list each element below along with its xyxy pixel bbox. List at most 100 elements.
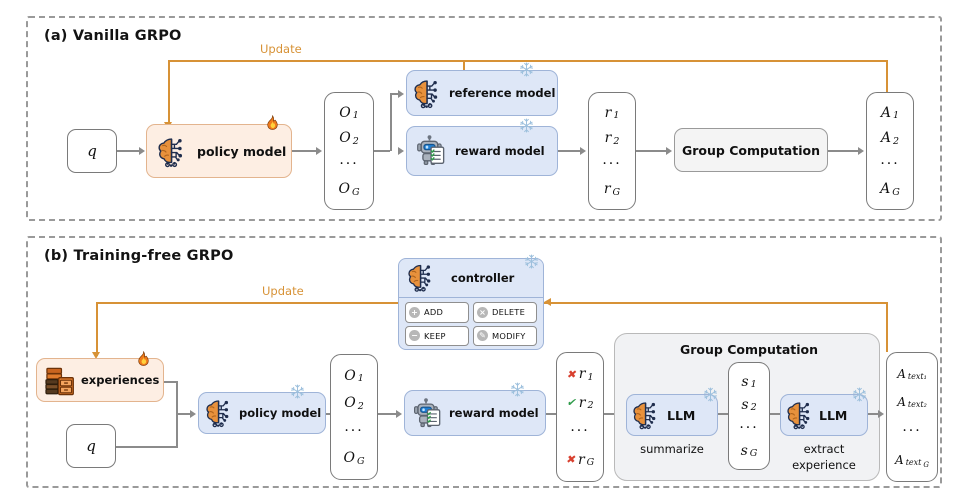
- reference-model-label-a: reference model: [449, 86, 556, 100]
- snowflake-icon-reference-a: [519, 62, 534, 77]
- controller-add-button[interactable]: + ADD: [405, 302, 469, 323]
- snowflake-icon-reward-b: [510, 382, 525, 397]
- check-mark-icon: ✔: [566, 396, 576, 410]
- brain-chip-icon: [206, 400, 230, 428]
- list-item: ···: [739, 419, 759, 436]
- panel-b-title: (b) Training-free GRPO: [44, 248, 234, 264]
- reward-model-label-b: reward model: [449, 406, 539, 420]
- policy-model-label-b: policy model: [239, 406, 322, 420]
- controller-label: controller: [451, 271, 515, 285]
- snowflake-icon-llm-extract: [852, 387, 867, 402]
- brain-chip-icon: [158, 138, 183, 168]
- query-label-b: q: [86, 437, 96, 455]
- minus-icon: −: [409, 330, 420, 342]
- panel-a-title: (a) Vanilla GRPO: [44, 28, 182, 44]
- update-branch-reference: [463, 60, 465, 78]
- snowflake-icon-llm-summarize: [703, 387, 718, 402]
- update-path-b-left: [96, 302, 98, 356]
- edge-merge-policy-b: [176, 413, 192, 415]
- update-path-a-left: [168, 60, 170, 126]
- group-computation-label-a: Group Computation: [681, 142, 820, 158]
- edge-outputs-split-v-a: [390, 93, 392, 151]
- policy-model-box-a: policy model: [146, 124, 292, 178]
- snowflake-icon-reward-a: [519, 118, 534, 133]
- edge-llm2-advantages-arrow: [878, 409, 884, 418]
- robot-checklist-icon: [416, 135, 445, 166]
- panel-training-free-grpo: [26, 236, 942, 488]
- experiences-label: experiences: [81, 373, 160, 387]
- llm-extract-box: LLM: [780, 394, 868, 436]
- reward-model-label-a: reward model: [455, 144, 545, 158]
- llm-extract-label: LLM: [819, 407, 848, 423]
- controller-add-label: ADD: [424, 307, 444, 318]
- list-item: ···: [570, 423, 590, 440]
- cross-mark-icon: ✖: [566, 367, 576, 381]
- llm-summarize-caption: summarize: [640, 442, 704, 456]
- edge-outputs-reference-arrow-a: [398, 89, 404, 98]
- llm-extract-caption: extract: [803, 442, 845, 456]
- edge-outputs-split-a: [374, 150, 390, 152]
- edge-group-advantages-arrow-a: [858, 146, 864, 155]
- edge-reward-rewards-a: [558, 150, 582, 152]
- brain-chip-icon: [787, 402, 811, 430]
- update-path-a-top: [168, 60, 888, 62]
- list-item: ···: [344, 422, 364, 439]
- llm-summarize-box: LLM: [626, 394, 718, 436]
- controller-box: controller + ADD × DELETE − KEEP ✎ MODIF…: [398, 258, 544, 350]
- edge-q-merge-b: [116, 446, 178, 448]
- plus-icon: +: [409, 306, 420, 318]
- panel-vanilla-grpo: [26, 16, 942, 221]
- reward-model-box-b: reward model: [404, 390, 546, 436]
- edge-reward-rewards-arrow-a: [580, 146, 586, 155]
- pencil-icon: ✎: [477, 330, 488, 342]
- edge-scores-llm2: [770, 413, 788, 415]
- query-label-a: q: [87, 142, 97, 160]
- edge-llm2-advantages: [868, 413, 882, 415]
- edge-outputs-reward-arrow-b: [396, 409, 402, 418]
- group-computation-box-a: Group Computation: [674, 128, 828, 172]
- edge-group-advantages-a: [828, 150, 860, 152]
- controller-keep-label: KEEP: [424, 330, 446, 341]
- edge-policy-outputs-arrow-a: [316, 146, 322, 155]
- controller-header: controller: [399, 259, 543, 298]
- list-item: ···: [339, 155, 359, 172]
- edge-rewards-group-arrow-a: [666, 146, 672, 155]
- edge-q-policy-a: [117, 150, 141, 152]
- controller-actions: + ADD × DELETE − KEEP ✎ MODIFY: [399, 298, 543, 350]
- edge-rewards-group-a: [636, 150, 668, 152]
- edge-outputs-reward-arrow-a: [398, 146, 404, 155]
- controller-keep-button[interactable]: − KEEP: [405, 325, 469, 346]
- edge-llm1-scores: [718, 413, 736, 415]
- edge-outputs-reference-a: [390, 93, 400, 95]
- brain-chip-icon: [408, 264, 432, 293]
- policy-model-box-b: policy model: [198, 392, 326, 434]
- edge-policy-outputs-a: [292, 150, 318, 152]
- controller-modify-button[interactable]: ✎ MODIFY: [473, 325, 537, 346]
- edge-rewards-group-b: [604, 413, 622, 415]
- controller-delete-button[interactable]: × DELETE: [473, 302, 537, 323]
- query-box-b: q: [66, 424, 116, 468]
- cross-icon: ×: [477, 306, 488, 318]
- llm-extract-caption2: experience: [792, 458, 856, 472]
- controller-delete-label: DELETE: [492, 307, 526, 318]
